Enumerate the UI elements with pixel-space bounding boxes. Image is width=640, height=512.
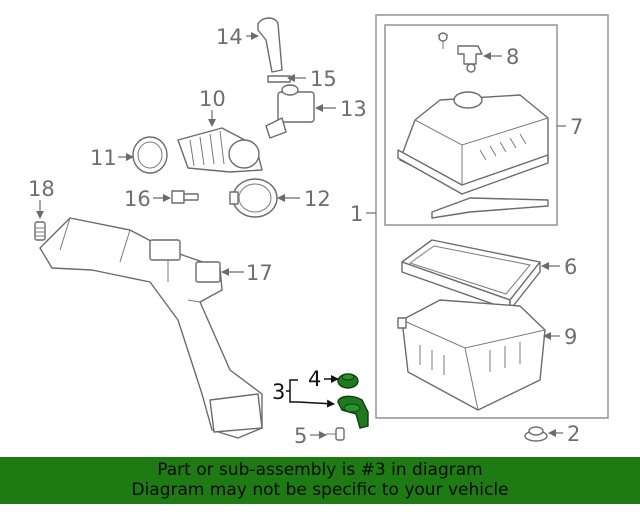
hose-clamp — [267, 75, 291, 83]
bolt-18 — [34, 221, 46, 241]
cap-subassembly-frame — [384, 24, 558, 226]
banner-line-2: Diagram may not be specific to your vehi… — [131, 480, 509, 500]
grommet-2 — [524, 426, 548, 442]
resonator — [265, 84, 315, 139]
callout-7: 7 — [570, 115, 583, 139]
callout-3: 3 — [272, 380, 285, 404]
intake-hose — [177, 127, 263, 173]
callout-12: 12 — [304, 187, 331, 211]
hose-clamp-12 — [229, 178, 278, 218]
callout-9: 9 — [564, 325, 577, 349]
ventilation-hose — [257, 17, 283, 73]
callout-2: 2 — [567, 422, 580, 446]
info-banner: Part or sub-assembly is #3 in diagram Di… — [0, 457, 640, 504]
parts-diagram: 14 15 10 13 11 12 16 18 17 8 7 1 6 9 2 5… — [28, 14, 609, 448]
callout-5: 5 — [294, 424, 307, 448]
callout-10: 10 — [199, 87, 226, 111]
air-cleaner-assembly-frame — [375, 14, 609, 419]
callout-8: 8 — [506, 45, 519, 69]
air-inlet-duct — [39, 217, 263, 439]
banner-line-1: Part or sub-assembly is #3 in diagram — [157, 460, 483, 480]
air-filter-element — [401, 239, 541, 311]
bracket-3 — [337, 395, 369, 429]
callout-1: 1 — [350, 202, 363, 226]
hose-clamp-11 — [132, 136, 168, 174]
callout-17: 17 — [246, 261, 273, 285]
mass-air-flow-sensor — [438, 32, 483, 73]
callout-18: 18 — [28, 177, 55, 201]
callout-4: 4 — [308, 367, 321, 391]
callout-6: 6 — [564, 255, 577, 279]
callout-16: 16 — [124, 187, 151, 211]
air-cleaner-case — [397, 299, 546, 411]
air-cleaner-cap — [397, 91, 549, 219]
bolt-16 — [171, 190, 199, 204]
callout-11: 11 — [90, 146, 117, 170]
callout-13: 13 — [340, 97, 367, 121]
callout-15: 15 — [310, 67, 337, 91]
callout-14: 14 — [216, 25, 243, 49]
bolt-5 — [326, 427, 345, 441]
grommet-4 — [337, 373, 359, 389]
